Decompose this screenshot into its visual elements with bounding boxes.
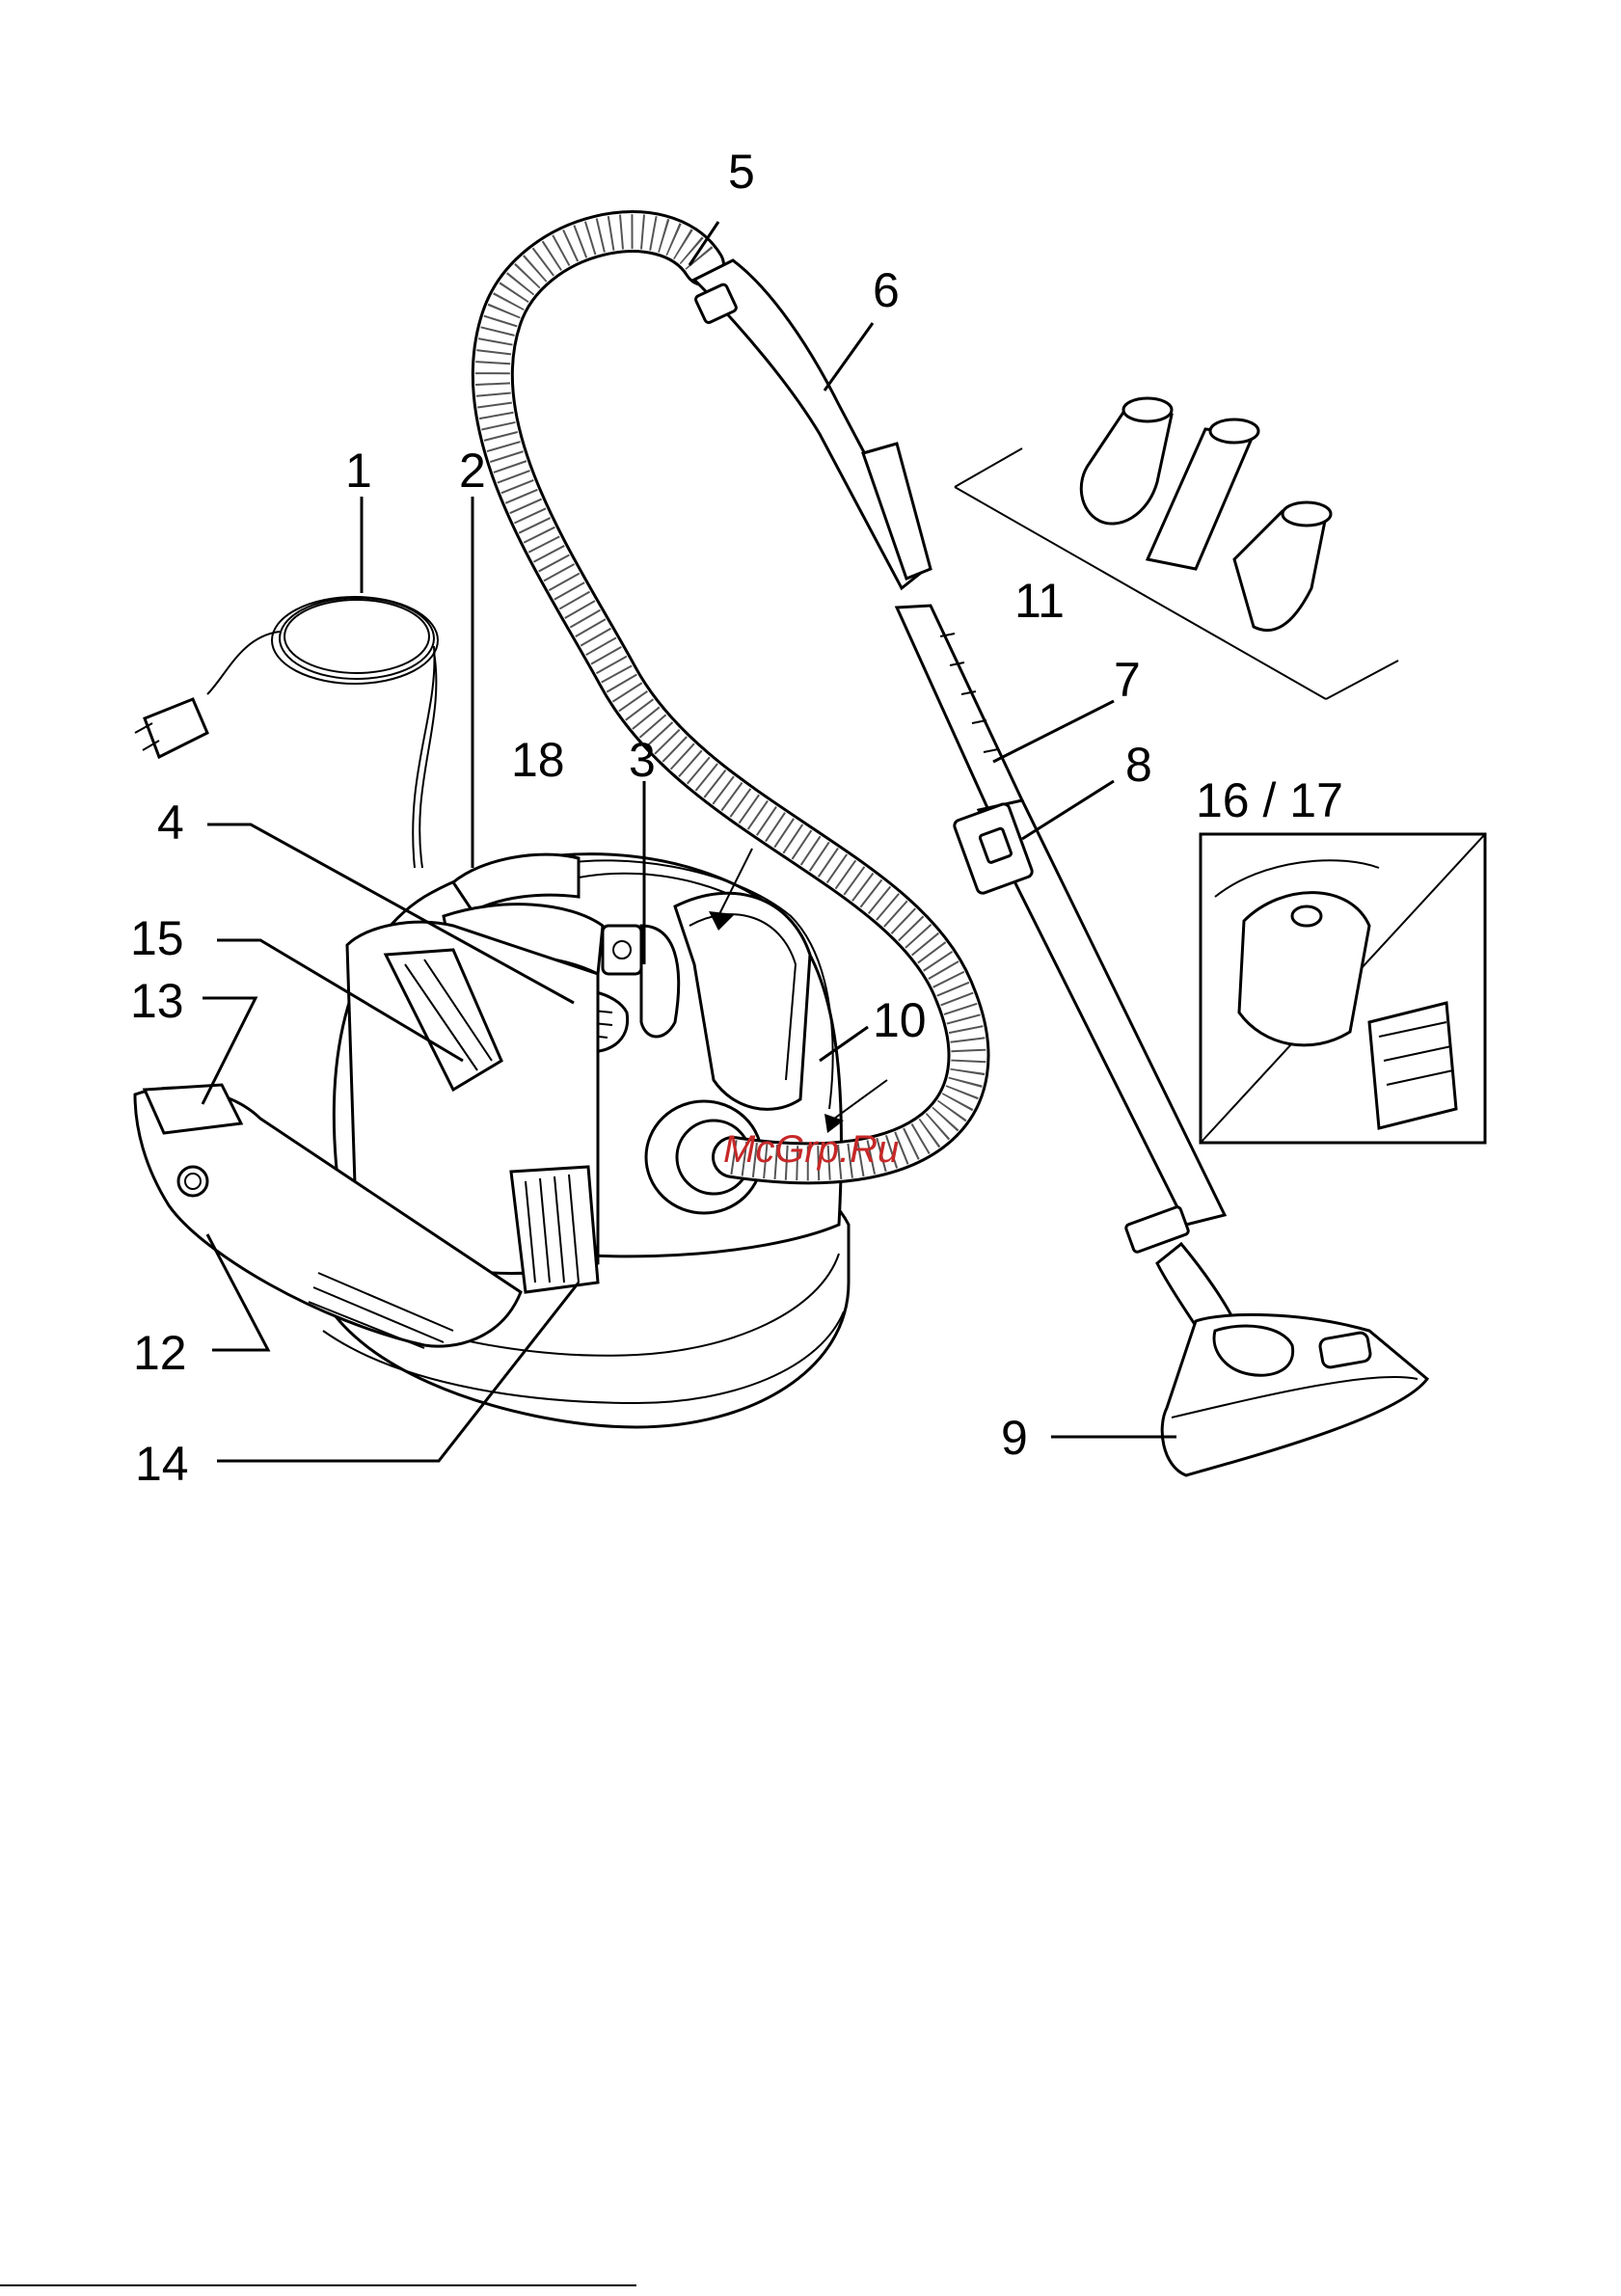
filter-cassette — [511, 1167, 598, 1292]
label-5: 5 — [728, 145, 755, 199]
label-2: 2 — [459, 444, 486, 498]
label-1: 1 — [345, 444, 372, 498]
telescopic-tube — [897, 606, 1225, 1253]
accessory-nozzles — [955, 398, 1398, 699]
watermark-text: McGrp.Ru — [723, 1128, 899, 1171]
upholstery-nozzle — [1081, 398, 1172, 524]
label-11: 11 — [1014, 574, 1065, 628]
label-13: 13 — [130, 974, 184, 1028]
power-plug — [135, 699, 207, 757]
filter-inset — [1201, 834, 1485, 1143]
label-7: 7 — [1114, 653, 1141, 707]
label-12: 12 — [133, 1326, 187, 1380]
label-6: 6 — [873, 263, 900, 317]
label-16-17: 16 / 17 — [1196, 773, 1343, 827]
dusting-brush — [1234, 502, 1331, 631]
label-3: 3 — [629, 733, 656, 787]
label-14: 14 — [135, 1437, 189, 1491]
label-15: 15 — [130, 911, 184, 965]
label-4: 4 — [157, 796, 184, 850]
label-9: 9 — [1001, 1411, 1028, 1465]
floor-nozzle — [1157, 1244, 1427, 1475]
label-18: 18 — [511, 733, 565, 787]
label-8: 8 — [1125, 738, 1152, 792]
label-10: 10 — [873, 993, 927, 1047]
